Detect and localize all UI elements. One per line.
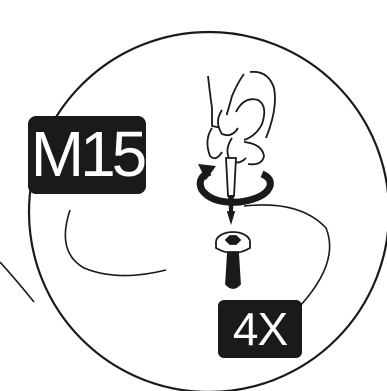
detail-circle	[29, 32, 387, 391]
callout-line-left	[0, 262, 34, 302]
quantity-label: 4X	[218, 300, 302, 358]
leader-curve-m15	[65, 210, 166, 276]
hand-icon	[207, 72, 275, 165]
screw-icon	[216, 232, 250, 288]
leader-curve-4x	[244, 205, 330, 306]
part-code-label: M15	[28, 116, 146, 194]
screwdriver-icon	[226, 158, 236, 222]
